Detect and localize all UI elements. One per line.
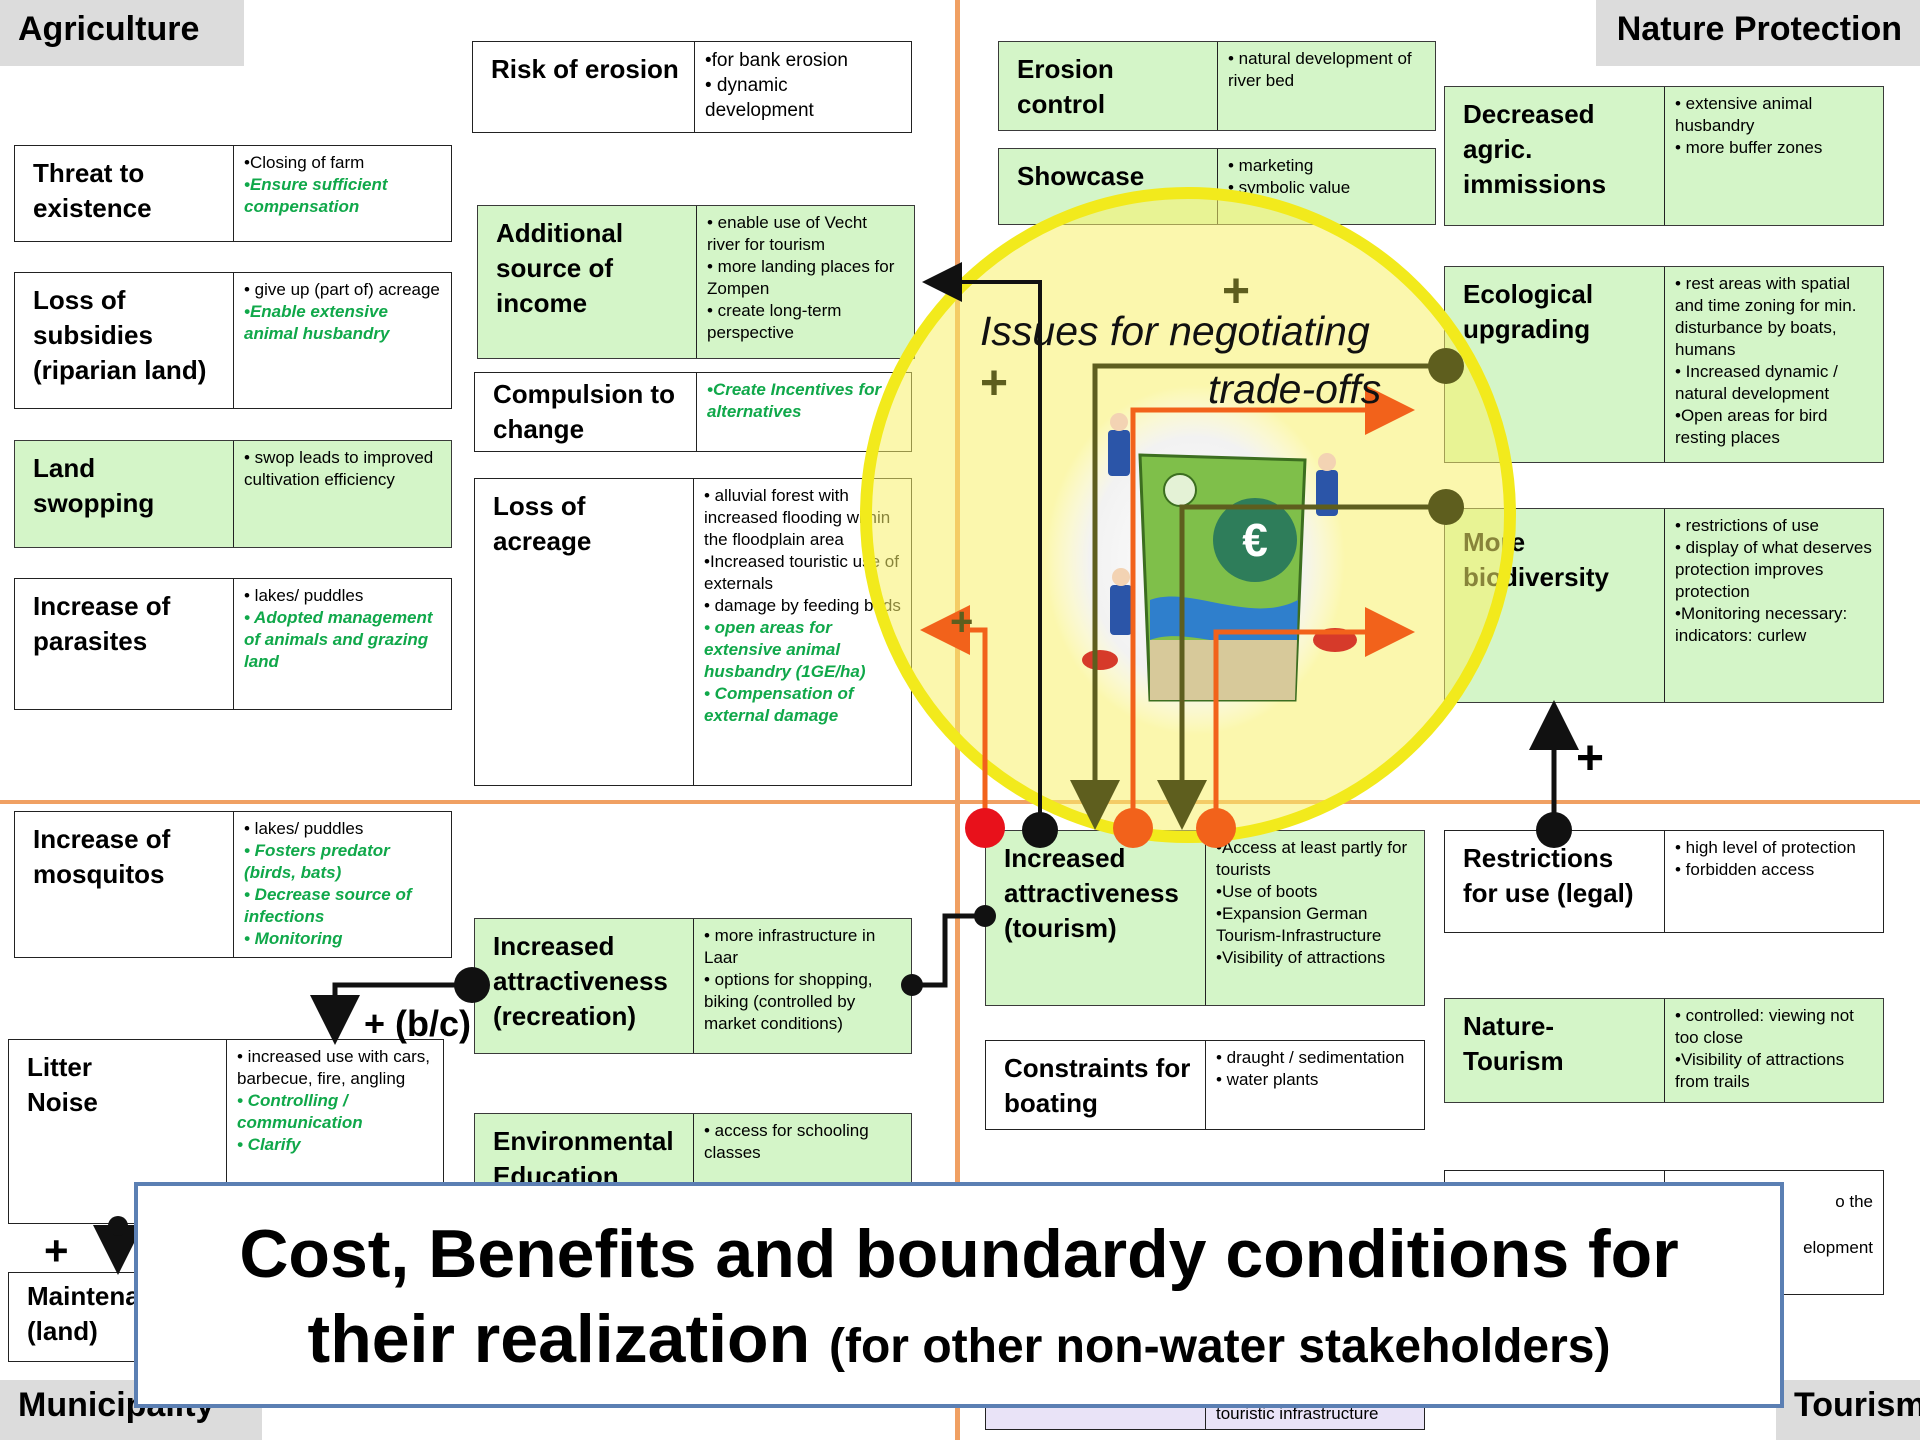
card-details: •Closing of farm•Ensure sufficient compe… xyxy=(244,153,388,216)
card-details: • enable use of Vecht river for tourism•… xyxy=(707,213,895,342)
connector-dot xyxy=(1428,348,1464,384)
arrow-recreation-to-litter xyxy=(310,982,472,1045)
callout-line-1: Issues for negotiating xyxy=(980,308,1370,354)
card-details: • swop leads to improved cultivation eff… xyxy=(244,448,434,489)
card-details: • more infrastructure in Laar• options f… xyxy=(704,926,876,1033)
card-details: •Create Incentives for alternatives xyxy=(707,380,882,421)
quadrant-label-tourism: Tourism xyxy=(1776,1380,1920,1440)
connector-dot xyxy=(1113,808,1153,848)
card-details: • controlled: viewing not too close•Visi… xyxy=(1675,1006,1854,1091)
card-details: touristic infrastructure xyxy=(1216,1404,1379,1423)
banner-line-2-main: their realization xyxy=(307,1301,811,1377)
svg-text:€: € xyxy=(1242,514,1268,566)
card-risk-of-erosion: Risk of erosion •for bank erosion• dynam… xyxy=(472,41,912,133)
horizontal-divider xyxy=(0,800,1920,804)
connector-dot xyxy=(965,808,1005,848)
card-details: •Access at least partly for tourists•Use… xyxy=(1216,838,1408,967)
card-details: • lakes/ puddles• Adopted management of … xyxy=(244,586,433,671)
card-details: • natural development of river bed xyxy=(1228,49,1412,90)
card-details: • extensive animal husbandry• more buffe… xyxy=(1675,94,1823,157)
connector-dot xyxy=(901,974,923,996)
card-details: • give up (part of) acreage•Enable exten… xyxy=(244,280,440,343)
connector-dot xyxy=(1536,812,1572,848)
card-details: • rest areas with spatial and time zonin… xyxy=(1675,274,1857,447)
card-title: Nature-Tourism xyxy=(1445,999,1665,1102)
connector-dot xyxy=(1196,808,1236,848)
arrow-tourism-to-acreage xyxy=(920,605,988,825)
card-title: Showcase xyxy=(999,149,1218,224)
connector-recreation-tourism xyxy=(912,913,985,988)
connector-dot xyxy=(974,905,996,927)
arrow-biodiversity-to-tourism xyxy=(1157,504,1446,830)
quadrant-label-agriculture: Agriculture xyxy=(0,0,244,66)
arrow-tourism-to-income xyxy=(922,262,1042,828)
banner-line-2-note: (for other non-water stakeholders) xyxy=(829,1320,1611,1373)
plus-bc-marker: + (b/c) xyxy=(364,1003,472,1044)
card-nature-tourism: Nature-Tourism • controlled: viewing not… xyxy=(1444,998,1884,1103)
plus-marker: + xyxy=(1222,265,1251,318)
plus-marker: + xyxy=(44,1227,69,1274)
card-details: •for bank erosion• dynamic development xyxy=(705,50,848,121)
connector-dot xyxy=(1428,489,1464,525)
card-details: • access for schooling classes xyxy=(704,1121,869,1162)
quadrant-label-nature-protection: Nature Protection xyxy=(1596,0,1920,66)
connector-dot xyxy=(108,1216,128,1236)
plus-marker: + xyxy=(950,600,974,644)
connector-dot xyxy=(1022,812,1058,848)
card-details: • high level of protection• forbidden ac… xyxy=(1675,838,1856,879)
arrow-ecological-to-tourism xyxy=(1070,363,1446,830)
banner-line-1: Cost, Benefits and boundardy conditions … xyxy=(239,1216,1679,1292)
plus-marker: + xyxy=(1576,732,1605,785)
card-details: • increased use with cars, barbecue, fir… xyxy=(237,1047,431,1154)
card-details: • restrictions of use• display of what d… xyxy=(1675,516,1872,645)
callout-line-2: trade-offs xyxy=(1208,366,1382,412)
card-details: • alluvial forest with increased floodin… xyxy=(704,486,901,725)
arrow-tourism-to-biodiversity xyxy=(1213,607,1415,825)
banner-line-2: their realization (for other non-water s… xyxy=(138,1294,1780,1392)
arrow-tourism-to-ecological xyxy=(1130,385,1415,825)
card-details: • lakes/ puddles• Fosters predator (bird… xyxy=(244,819,412,948)
caption-banner: Cost, Benefits and boundardy conditions … xyxy=(134,1182,1784,1408)
card-details: • marketing• symbolic value xyxy=(1228,156,1351,197)
plus-marker: + xyxy=(980,357,1009,410)
card-details: • draught / sedimentation• water plants xyxy=(1216,1048,1405,1089)
connector-dot xyxy=(454,967,490,1003)
card-title: Risk of erosion xyxy=(473,42,695,132)
